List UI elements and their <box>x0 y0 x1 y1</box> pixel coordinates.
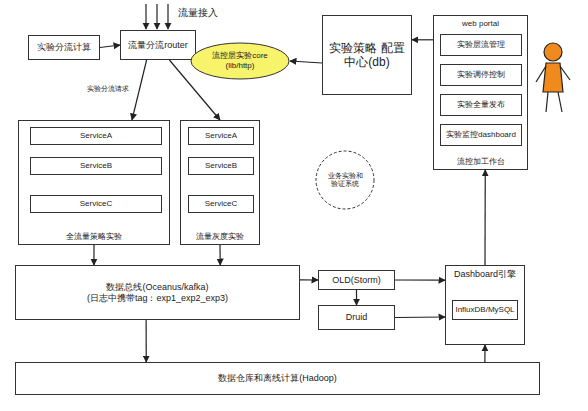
node-text: 流量灰度实验 <box>181 232 259 241</box>
node-text: 流控加工作台 <box>434 157 527 166</box>
service-box: ServiceC <box>188 195 254 213</box>
portal-item: 实验调停控制 <box>440 64 522 86</box>
text-holder: 实验策略 配置中心(db) <box>323 16 411 94</box>
node-text: 业务实验和 验证系统 <box>325 172 365 189</box>
text-holder: 业务实验和 验证系统 <box>315 150 375 210</box>
node-text: 全流量策略实验 <box>19 232 169 241</box>
stick-figure <box>536 43 570 112</box>
text-holder: ServiceA <box>189 128 253 144</box>
router-box: 流量分流router <box>120 30 196 60</box>
node-text: 实验分流计算 <box>37 42 91 53</box>
system-circle: 业务实验和 验证系统 <box>315 150 375 210</box>
flow-arrow <box>100 45 120 48</box>
service-box: ServiceB <box>30 157 162 175</box>
node-text: 实验层流管理 <box>457 40 505 50</box>
flow-arrow <box>146 320 147 362</box>
node-text: (日志中携带tag：exp1_exp2_exp3) <box>87 293 228 304</box>
portal-item: 实验层流管理 <box>440 34 522 56</box>
core-ellipse: 流控层实验core (lib/http) <box>190 42 290 80</box>
text-holder: OLD(Storm) <box>319 271 394 289</box>
text-holder: 流量分流router <box>121 31 195 59</box>
node-text: 数据仓库和离线计算(Hadoop) <box>218 373 337 384</box>
text-holder: 流控层实验core (lib/http) <box>190 42 290 80</box>
text-holder: 实验调停控制 <box>441 65 521 85</box>
text-holder: 数据总线(Oceanus/kafka)(日志中携带tag：exp1_exp2_e… <box>16 266 299 319</box>
text-holder: InfluxDB/MySQL <box>453 301 517 319</box>
storage-box: InfluxDB/MySQL <box>452 300 518 320</box>
node-text: 实验调停控制 <box>457 70 505 80</box>
node-text: ServiceB <box>80 161 112 171</box>
text-holder: ServiceB <box>189 158 253 174</box>
portal-item: 实验全量发布 <box>440 94 522 116</box>
flow-arrow <box>219 245 220 265</box>
node-text: 流量分流router <box>128 40 188 51</box>
node-text: 实验监控dashboard <box>446 130 516 140</box>
node-text: OLD(Storm) <box>332 275 381 286</box>
node-text: ServiceA <box>80 131 112 141</box>
warehouse-box: 数据仓库和离线计算(Hadoop) <box>15 362 540 395</box>
node-text: ServiceC <box>80 199 112 209</box>
node-text: 实验全量发布 <box>457 100 505 110</box>
node-text: ServiceA <box>205 131 237 141</box>
edge-label: 实验分流请求 <box>87 84 129 94</box>
flow-arrow <box>484 345 485 362</box>
flow-arrow <box>395 279 445 280</box>
text-holder: Druid <box>319 306 394 329</box>
flow-arrow <box>356 290 357 305</box>
process-box: Druid <box>318 305 395 330</box>
text-holder: ServiceA <box>31 128 161 144</box>
node-text: ServiceC <box>205 199 237 209</box>
process-box: 实验分流计算 <box>28 35 100 60</box>
node-text: Druid <box>346 312 368 323</box>
node-text: Dashboard引擎 <box>446 269 524 279</box>
node-text: 数据总线(Oceanus/kafka) <box>106 282 208 293</box>
flow-arrow <box>484 170 485 265</box>
text-holder: 实验监控dashboard <box>441 125 521 145</box>
free-label: 流量接入 <box>178 6 218 20</box>
text-holder: ServiceC <box>189 196 253 212</box>
flow-arrow <box>290 61 322 63</box>
node-text: 流控层实验core (lib/http) <box>200 51 280 70</box>
service-box: ServiceB <box>188 157 254 175</box>
inflow-arrows <box>146 4 168 29</box>
experiment-group: 流量灰度实验 ServiceA ServiceB ServiceC <box>180 120 260 245</box>
flow-arrow <box>395 316 445 318</box>
service-box: ServiceA <box>30 127 162 145</box>
node-text: ServiceB <box>205 161 237 171</box>
text-holder: 实验分流计算 <box>29 36 99 59</box>
databus-box: 数据总线(Oceanus/kafka)(日志中携带tag：exp1_exp2_e… <box>15 265 300 320</box>
text-holder: 实验层流管理 <box>441 35 521 55</box>
flow-arrow <box>300 279 318 280</box>
process-box: OLD(Storm) <box>318 270 395 290</box>
flow-arrow <box>93 245 94 265</box>
flow-arrow <box>412 39 433 40</box>
text-holder: ServiceC <box>31 196 161 212</box>
node-text: web portal <box>434 19 527 28</box>
text-holder: 实验全量发布 <box>441 95 521 115</box>
node-text: InfluxDB/MySQL <box>455 305 514 315</box>
node-text: 实验策略 配置中心(db) <box>325 41 409 70</box>
portal-box: web portal 流控加工作台实验层流管理实验调停控制实验全量发布实验监控da… <box>433 15 528 170</box>
text-holder: ServiceB <box>31 158 161 174</box>
text-holder: 数据仓库和离线计算(Hadoop) <box>16 363 539 394</box>
engine-box: Dashboard引擎 InfluxDB/MySQL <box>445 265 525 345</box>
flow-arrow <box>132 60 147 120</box>
config-box: 实验策略 配置中心(db) <box>322 15 412 95</box>
service-box: ServiceA <box>188 127 254 145</box>
portal-item: 实验监控dashboard <box>440 124 522 146</box>
service-box: ServiceC <box>30 195 162 213</box>
experiment-group: 全流量策略实验 ServiceA ServiceB ServiceC <box>18 120 170 245</box>
